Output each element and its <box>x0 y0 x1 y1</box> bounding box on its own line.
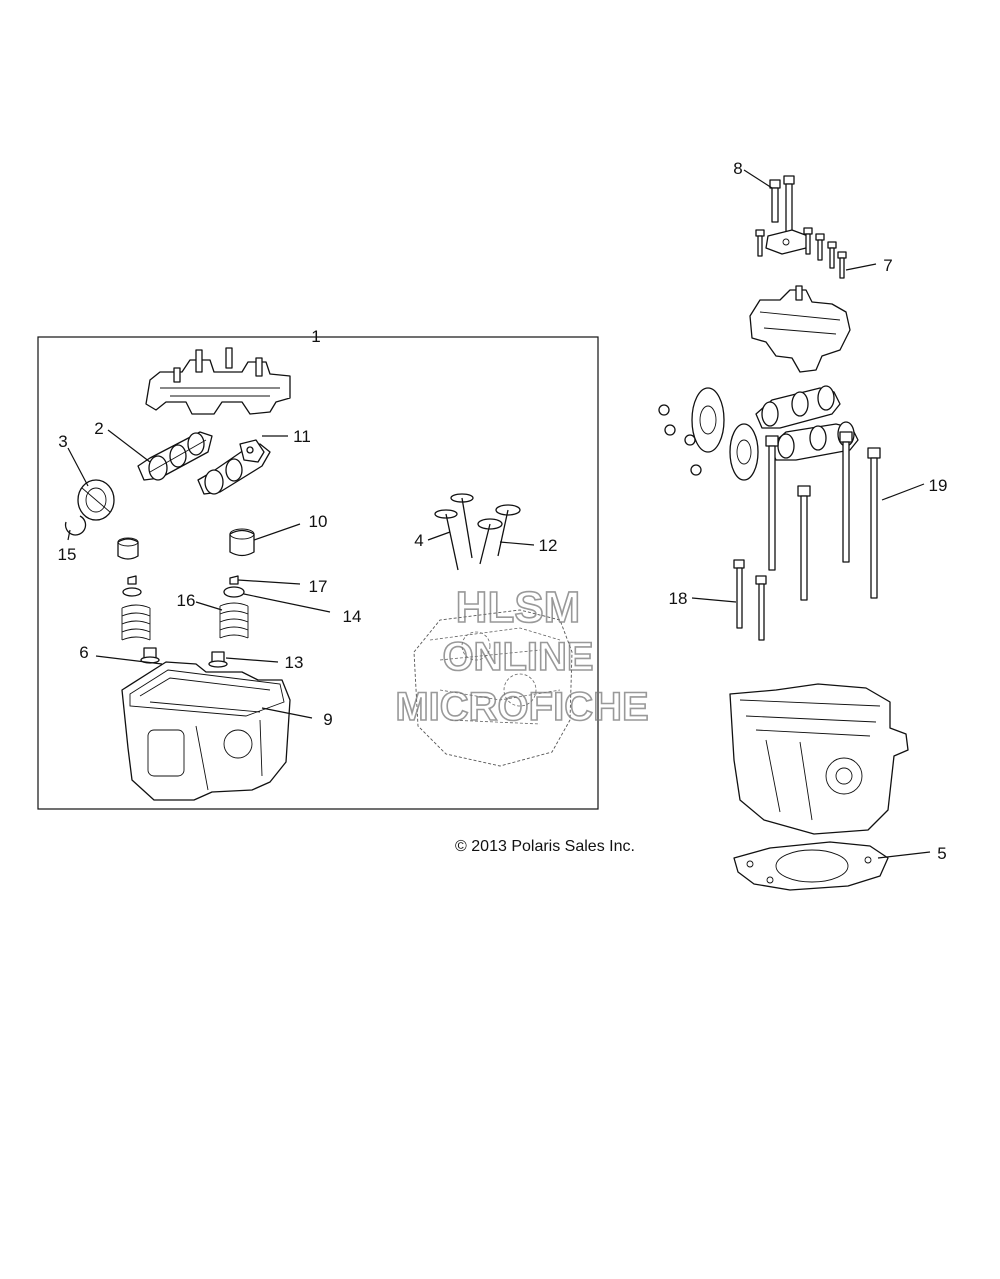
intake-camshaft[interactable] <box>197 439 271 495</box>
callout-3[interactable]: 3 <box>58 432 67 451</box>
leader-3 <box>67 447 89 487</box>
svg-text:9: 9 <box>323 710 332 729</box>
callout-6[interactable]: 6 <box>79 643 88 662</box>
valve-tappet-left[interactable] <box>117 537 139 560</box>
svg-text:6: 6 <box>79 643 88 662</box>
svg-text:14: 14 <box>343 607 362 626</box>
callout-10[interactable]: 10 <box>309 512 328 531</box>
long-bolts-8[interactable] <box>769 175 795 233</box>
leader-2 <box>107 429 151 463</box>
svg-text:16: 16 <box>177 591 196 610</box>
intake-valves[interactable] <box>477 504 521 565</box>
camshaft-right-upper[interactable] <box>755 385 841 429</box>
chain-guide-bracket[interactable] <box>765 229 809 255</box>
copyright-notice: © 2013 Polaris Sales Inc. <box>455 838 635 855</box>
bolts-18[interactable] <box>733 559 767 641</box>
leader-8 <box>743 169 773 189</box>
svg-text:HLSM: HLSM <box>456 583 581 632</box>
leader-5 <box>877 851 931 859</box>
svg-text:3: 3 <box>58 432 67 451</box>
leader-12 <box>499 541 535 546</box>
cylinder-head-reference-outline <box>413 609 573 767</box>
leader-13 <box>225 657 279 663</box>
valve-stem-seals[interactable] <box>140 647 228 668</box>
cam-sprocket-upper[interactable] <box>691 387 725 453</box>
leader-10 <box>253 523 301 541</box>
svg-text:© 2013 Polaris Sales Inc.: © 2013 Polaris Sales Inc. <box>455 838 635 855</box>
callout-8[interactable]: 8 <box>733 159 742 178</box>
callout-2[interactable]: 2 <box>94 419 103 438</box>
watermark: HLSM ONLINE MICROFICHE <box>395 582 650 730</box>
svg-text:1: 1 <box>311 327 320 346</box>
callout-16[interactable]: 16 <box>177 591 196 610</box>
svg-text:8: 8 <box>733 159 742 178</box>
callout-17[interactable]: 17 <box>309 577 328 596</box>
callout-18[interactable]: 18 <box>669 589 688 608</box>
sprocket-bolts[interactable] <box>658 404 702 476</box>
callout-12[interactable]: 12 <box>539 536 558 555</box>
leader-18 <box>691 597 737 603</box>
svg-text:13: 13 <box>285 653 304 672</box>
callout-14[interactable]: 14 <box>343 607 362 626</box>
callout-11[interactable]: 11 <box>293 427 311 446</box>
callout-5[interactable]: 5 <box>937 844 946 863</box>
snap-ring[interactable] <box>64 515 87 536</box>
svg-text:15: 15 <box>58 545 77 564</box>
leader-7 <box>845 263 877 271</box>
valve-spring-retainer[interactable] <box>122 586 245 598</box>
exhaust-valves[interactable] <box>434 493 474 571</box>
svg-text:12: 12 <box>539 536 558 555</box>
cylinder-head[interactable] <box>121 661 291 801</box>
svg-text:ONLINE: ONLINE <box>442 635 593 679</box>
cylinder-head-right[interactable] <box>729 683 909 835</box>
leader-14 <box>243 593 331 613</box>
cam-sprocket-lower[interactable] <box>729 423 759 481</box>
svg-text:18: 18 <box>669 589 688 608</box>
decompressor-assembly[interactable] <box>77 479 115 521</box>
leader-4 <box>427 531 451 541</box>
leader-17 <box>237 579 301 585</box>
leader-6 <box>95 655 163 665</box>
exhaust-camshaft[interactable] <box>137 431 213 481</box>
leader-16 <box>195 601 223 611</box>
svg-text:17: 17 <box>309 577 328 596</box>
svg-text:10: 10 <box>309 512 328 531</box>
svg-text:2: 2 <box>94 419 103 438</box>
callout-4[interactable]: 4 <box>414 531 423 550</box>
cam-carrier-left[interactable] <box>145 347 291 415</box>
head-bolts-19[interactable] <box>765 431 881 601</box>
leader-9 <box>261 707 313 719</box>
valve-springs[interactable] <box>121 602 249 641</box>
valve-keepers[interactable] <box>127 575 239 585</box>
svg-text:MICROFICHE: MICROFICHE <box>395 685 648 729</box>
callout-15[interactable]: 15 <box>58 545 77 564</box>
cam-carrier-right[interactable] <box>749 285 851 373</box>
callout-9[interactable]: 9 <box>323 710 332 729</box>
svg-text:7: 7 <box>883 256 892 275</box>
svg-text:11: 11 <box>293 427 311 446</box>
leader-19 <box>881 483 925 501</box>
svg-text:19: 19 <box>929 476 948 495</box>
valve-tappet[interactable] <box>229 528 255 557</box>
small-bolts-7[interactable] <box>755 227 847 279</box>
svg-text:4: 4 <box>414 531 423 550</box>
callout-13[interactable]: 13 <box>285 653 304 672</box>
callout-1[interactable]: 1 <box>311 327 320 346</box>
leader-15 <box>67 529 71 541</box>
kit-boundary-box <box>37 336 599 810</box>
head-gasket[interactable] <box>733 841 889 891</box>
callout-19[interactable]: 19 <box>929 476 948 495</box>
svg-text:5: 5 <box>937 844 946 863</box>
callout-7[interactable]: 7 <box>883 256 892 275</box>
